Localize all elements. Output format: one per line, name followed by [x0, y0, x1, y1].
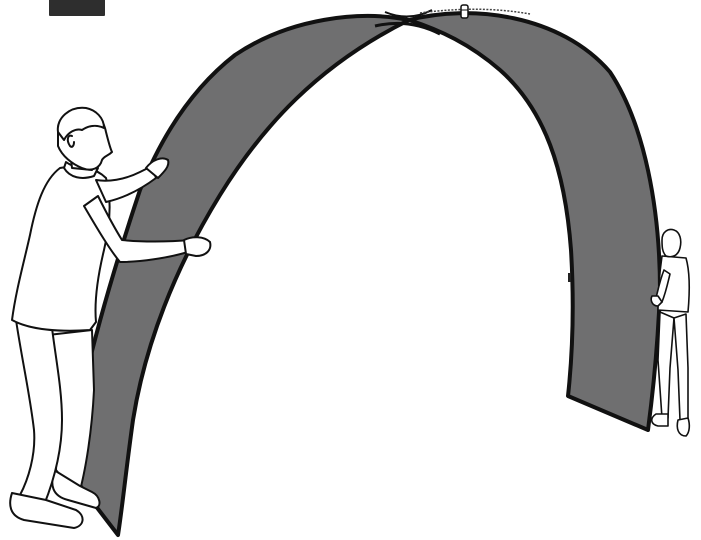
arch-right-panel [409, 13, 660, 430]
person-right-legs [658, 312, 674, 418]
person-right-head [662, 229, 681, 256]
person-left-torso [12, 166, 110, 330]
step-badge [49, 0, 105, 16]
person-left-front-hand [184, 237, 210, 256]
arch-left-panel [62, 16, 409, 535]
person-right-shoe [652, 414, 668, 426]
person-right-legs [674, 314, 688, 420]
person-right-shoe [677, 418, 689, 436]
side-fastener [568, 273, 571, 282]
top-connector [461, 5, 468, 18]
